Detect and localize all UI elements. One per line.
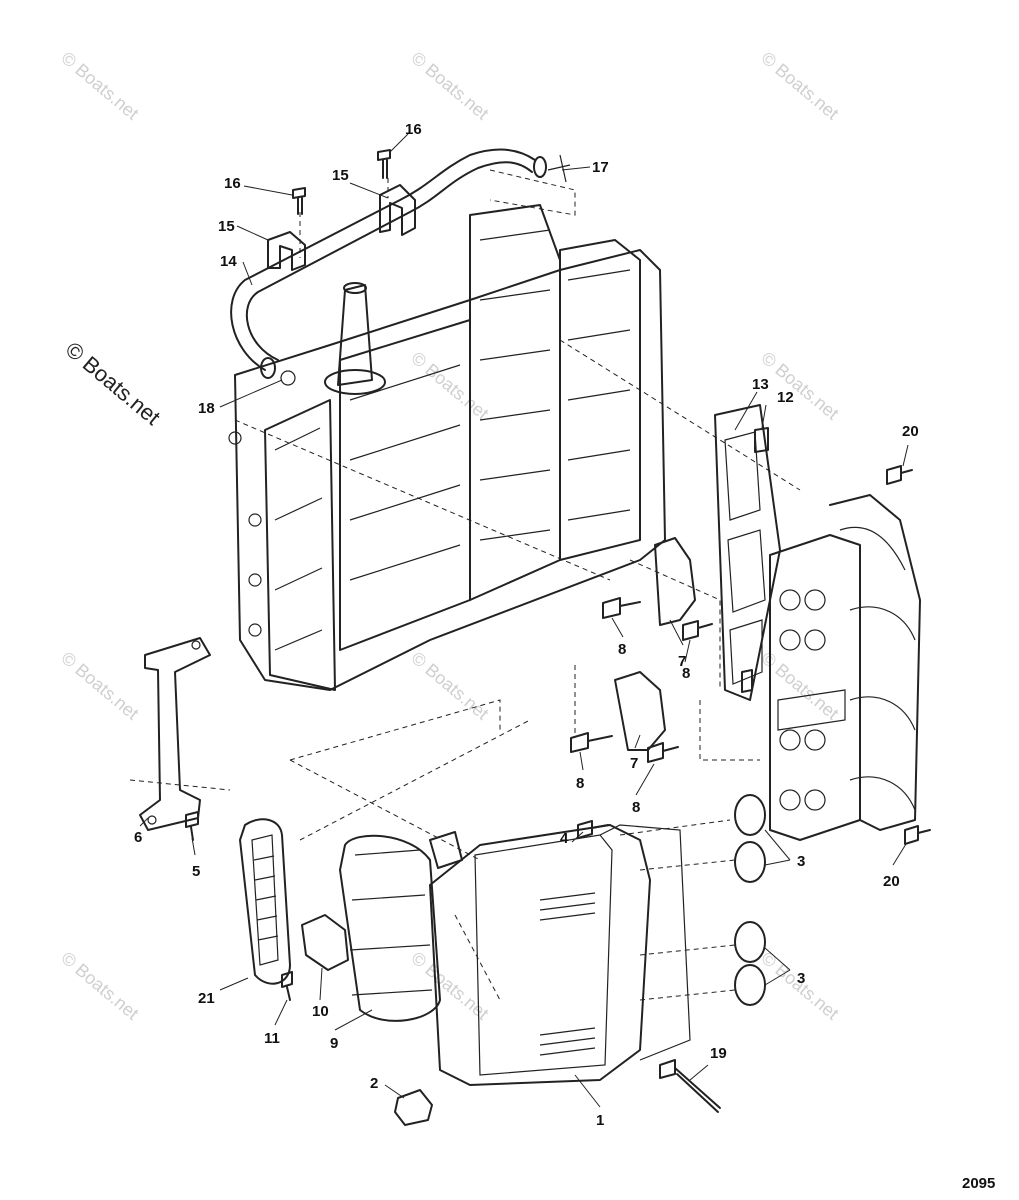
callout-leaders [139,133,909,1108]
callout-5: 5 [192,863,200,880]
callout-8-a: 8 [618,641,626,658]
callout-11: 11 [264,1030,280,1047]
alignment-lines [234,339,801,1001]
air-intake-cover [429,824,691,1086]
callout-13: 13 [752,376,769,393]
brackets [570,537,713,763]
watermark: © Boats.net [407,348,492,424]
callout-19: 19 [710,1045,727,1062]
intake-gasket [714,404,781,701]
bracket-left [129,637,231,841]
callout-14: 14 [220,253,237,270]
watermark: © Boats.net [57,648,142,724]
callout-18: 18 [198,400,215,417]
callout-3-lower: 3 [797,970,805,987]
callout-9: 9 [330,1035,338,1052]
round-gaskets [734,794,766,1006]
watermark: © Boats.net [57,948,142,1024]
watermarks: © Boats.net © Boats.net © Boats.net © Bo… [57,48,842,1024]
callout-15-lower: 15 [218,218,235,235]
fasteners [394,465,931,1126]
callout-8-c: 8 [576,775,584,792]
callout-16-top: 16 [405,121,422,138]
callout-2: 2 [370,1075,378,1092]
silencer [281,834,441,1022]
intake-manifold [769,494,921,841]
callout-labels: 1 2 3 3 4 5 6 7 7 8 8 8 8 9 10 11 12 13 … [134,121,919,1129]
callout-7-upper: 7 [678,653,686,670]
callout-20-lower: 20 [883,873,900,890]
callout-15-upper: 15 [332,167,349,184]
callout-1: 1 [596,1112,604,1129]
watermark: © Boats.net [757,348,842,424]
callout-20-upper: 20 [902,423,919,440]
engine-block [228,204,666,691]
callout-16-left: 16 [224,175,241,192]
callout-12: 12 [777,389,794,406]
watermark: © Boats.net [407,948,492,1024]
drawing-number: 2095 [962,1175,995,1192]
callout-21: 21 [198,990,215,1007]
callout-3-upper: 3 [797,853,805,870]
watermark-large: © Boats.net [61,337,165,430]
watermark: © Boats.net [407,48,492,124]
filter-element [239,818,291,985]
callout-4: 4 [560,830,569,847]
callout-10: 10 [312,1003,329,1020]
watermark: © Boats.net [57,48,142,124]
callout-17: 17 [592,159,609,176]
hose-assembly [230,148,576,386]
watermark: © Boats.net [407,648,492,724]
callout-6: 6 [134,829,142,846]
callout-7-lower: 7 [630,755,638,772]
callout-8-d: 8 [632,799,640,816]
callout-8-b: 8 [682,665,690,682]
watermark: © Boats.net [757,48,842,124]
